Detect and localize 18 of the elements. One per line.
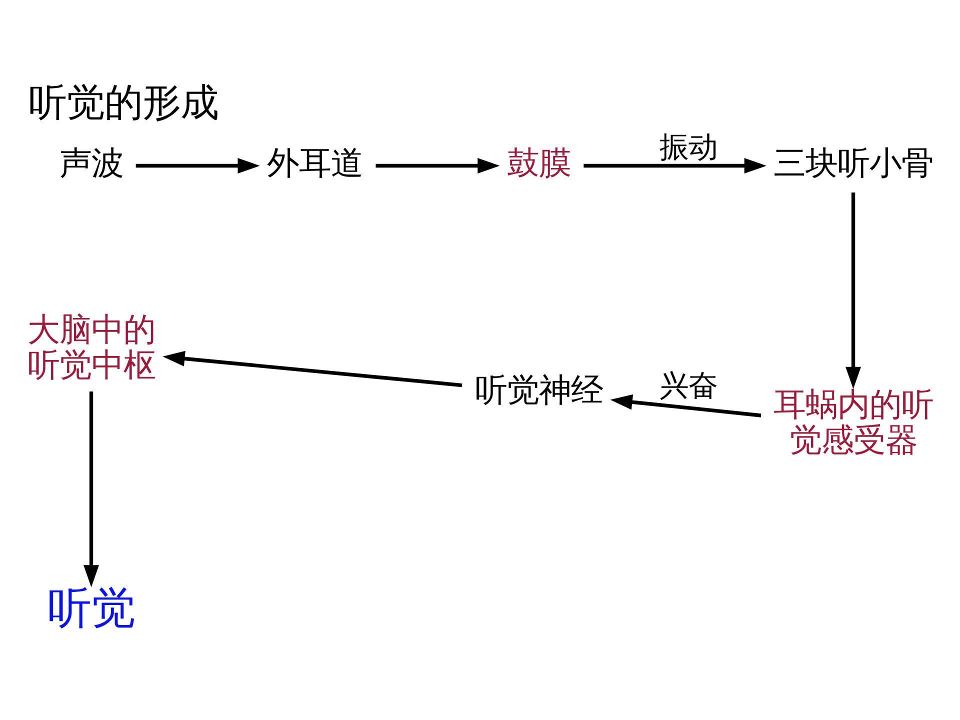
arrow: [162, 350, 462, 387]
node-text: 听觉神经: [474, 370, 603, 408]
arrow: [84, 391, 100, 587]
arrow: [584, 158, 766, 174]
node-text: 外耳道: [267, 144, 364, 182]
node-text: 耳蜗内的听觉感受器: [773, 384, 934, 458]
arrow: [136, 158, 260, 174]
node-text: 三块听小骨: [773, 144, 934, 182]
edge-label: 振动: [659, 129, 718, 164]
arrow: [846, 192, 862, 388]
edge-label: 兴奋: [659, 368, 718, 402]
diagram-title: 听觉的形成: [28, 80, 219, 125]
arrow: [610, 394, 762, 417]
node-text: 大脑中的听觉中枢: [27, 310, 156, 384]
node-text: 听觉: [47, 582, 136, 634]
node-text: 鼓膜: [506, 144, 571, 182]
node-text: 声波: [59, 144, 124, 182]
arrow: [376, 158, 500, 174]
